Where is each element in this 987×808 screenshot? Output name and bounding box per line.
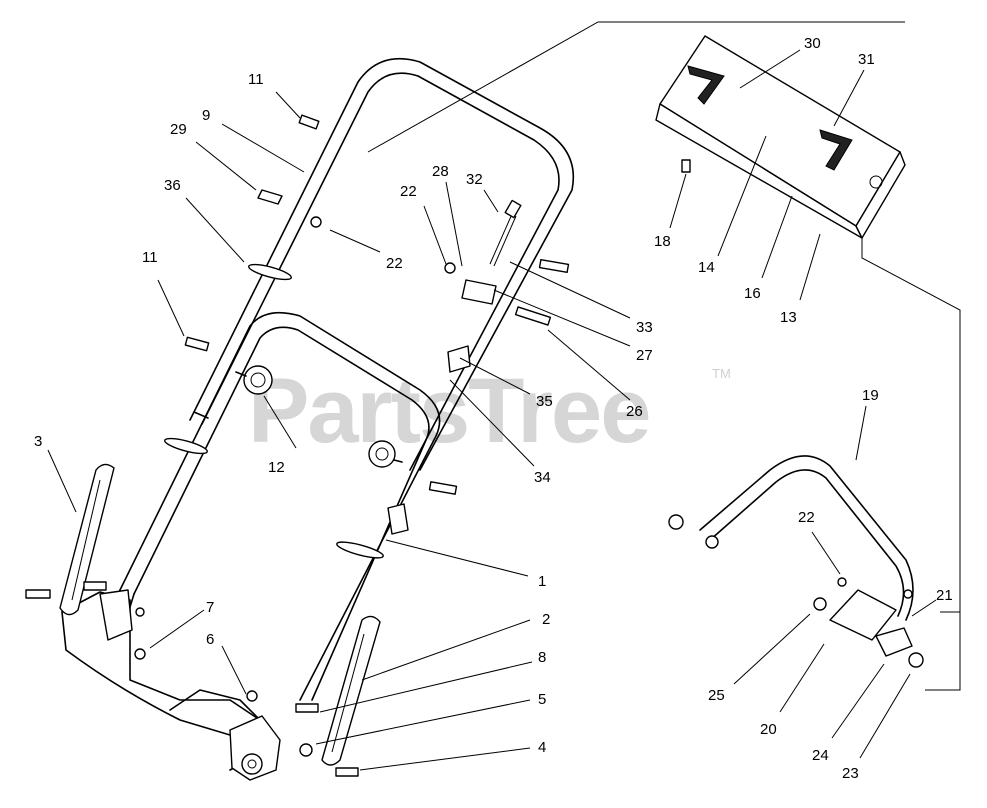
label-22-right: 22 <box>798 509 815 526</box>
label-21: 21 <box>936 587 953 604</box>
label-5: 5 <box>538 691 546 708</box>
label-19: 19 <box>862 387 879 404</box>
label-30: 30 <box>804 35 821 52</box>
label-18: 18 <box>654 233 671 250</box>
label-14: 14 <box>698 259 715 276</box>
bail-bracket-assembly <box>813 577 924 668</box>
label-12: 12 <box>268 459 285 476</box>
label-2: 2 <box>542 611 550 628</box>
mower-deck <box>61 589 281 781</box>
label-9: 9 <box>202 107 210 124</box>
label-27: 27 <box>636 347 653 364</box>
handle-bracket-right <box>321 615 381 766</box>
label-36: 36 <box>164 177 181 194</box>
label-6: 6 <box>206 631 214 648</box>
label-16: 16 <box>744 285 761 302</box>
handle-bracket-left <box>59 463 115 616</box>
cable-clip <box>257 189 283 205</box>
leader-lines <box>47 49 937 771</box>
label-8: 8 <box>538 649 546 666</box>
part-labels: 11 9 29 36 11 22 22 28 32 33 27 35 26 34… <box>34 35 953 782</box>
label-22-mid: 22 <box>400 183 417 200</box>
label-35: 35 <box>536 393 553 410</box>
label-4: 4 <box>538 739 546 756</box>
label-11-mid: 11 <box>142 249 158 266</box>
hardware <box>25 114 570 777</box>
label-23: 23 <box>842 765 859 782</box>
label-33: 33 <box>636 319 653 336</box>
handle-knob-right <box>368 440 403 468</box>
label-22-left: 22 <box>386 255 403 272</box>
assembly-connector-lines <box>367 21 961 691</box>
label-25: 25 <box>708 687 725 704</box>
label-26: 26 <box>626 403 643 420</box>
label-3: 3 <box>34 433 42 450</box>
control-switch-assembly <box>461 199 522 305</box>
label-31: 31 <box>858 51 875 68</box>
watermark-text: PartsTree <box>248 360 649 462</box>
label-11-top: 11 <box>248 71 264 88</box>
handle-clamp <box>387 345 471 535</box>
label-24: 24 <box>812 747 829 764</box>
cable-ties <box>164 263 384 559</box>
label-20: 20 <box>760 721 777 738</box>
label-13: 13 <box>780 309 797 326</box>
label-1: 1 <box>538 573 546 590</box>
label-7: 7 <box>206 599 214 616</box>
watermark-trademark: TM <box>712 366 731 381</box>
label-29: 29 <box>170 121 187 138</box>
control-panel-box <box>655 35 906 239</box>
label-32: 32 <box>466 171 483 188</box>
handle-knob-left <box>235 365 273 395</box>
label-34: 34 <box>534 469 551 486</box>
operator-bail <box>668 455 914 621</box>
label-28: 28 <box>432 163 449 180</box>
